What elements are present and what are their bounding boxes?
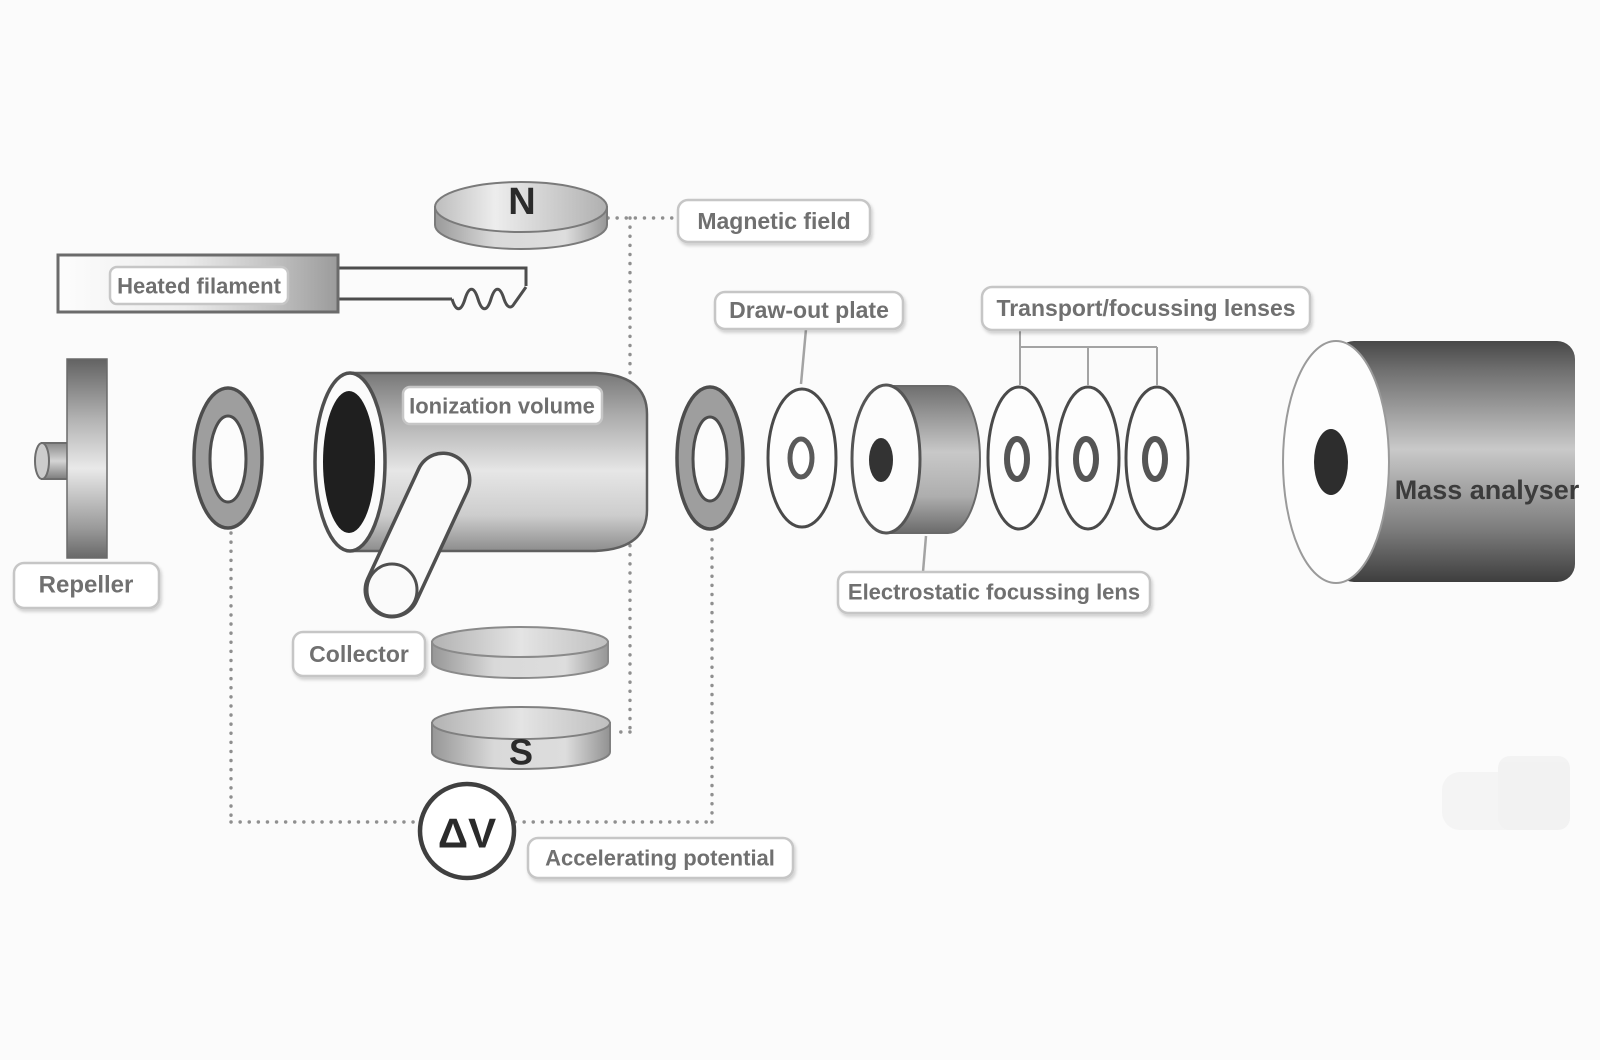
ionization-volume-label-text: Ionization volume <box>409 394 595 419</box>
n-magnet-top <box>434 181 608 233</box>
collector-label: Collector <box>291 630 427 678</box>
draw-out-plate-leader-line <box>799 328 808 385</box>
electrostatic-lens-leader-line <box>921 535 928 573</box>
electrostatic-lens-label-text: Electrostatic focussing lens <box>848 580 1140 605</box>
magnetic-field-dotted-line <box>606 216 678 734</box>
repeller-knob-cap <box>34 442 50 480</box>
n-magnet: N <box>434 181 608 250</box>
collector-label-box <box>291 630 427 678</box>
collector-label-text: Collector <box>309 641 409 667</box>
transport-lenses-label-text: Transport/focussing lenses <box>996 295 1295 321</box>
heated-filament-label-text: Heated filament <box>117 274 281 299</box>
transport-lens-3-hole <box>1142 436 1168 482</box>
draw-out-plate-hole <box>787 436 815 480</box>
mass-analyser-hole <box>1314 429 1348 495</box>
transport-focussing-lenses <box>986 385 1190 531</box>
entrance-ring-hole <box>208 414 248 504</box>
draw-out-plate-label-text: Draw-out plate <box>729 297 889 323</box>
magnetic-field-label: Magnetic field <box>676 198 872 244</box>
repeller <box>34 358 108 559</box>
accelerating-potential-label-box <box>526 836 795 880</box>
electrostatic-focussing-lens <box>850 383 981 535</box>
transport-lenses-bracket <box>1019 330 1158 385</box>
ionization-volume-label: Ionization volume <box>401 385 604 426</box>
heated-filament-label-box <box>108 265 290 306</box>
transport-lens-1 <box>986 385 1052 531</box>
electrostatic-lens-label: Electrostatic focussing lens <box>836 570 1152 615</box>
repeller-label-box <box>12 561 161 610</box>
delta-v-text: ΔV <box>438 810 496 857</box>
accelerating-potential-label: Accelerating potential <box>526 836 795 880</box>
exit-aperture-ring <box>675 385 745 531</box>
ionization-cylinder-opening <box>323 391 375 533</box>
collector-top <box>431 626 609 658</box>
collector <box>431 626 609 679</box>
accelerating-potential-label-text: Accelerating potential <box>545 846 775 871</box>
electrostatic-lens-label-box <box>836 570 1152 615</box>
transport-lens-2-hole <box>1073 436 1099 482</box>
repeller-label-text: Repeller <box>39 572 134 599</box>
background-smudge <box>1442 756 1570 830</box>
heated-filament-label: Heated filament <box>108 265 290 306</box>
draw-out-plate-label: Draw-out plate <box>713 290 905 331</box>
mass-analyser-body <box>1336 341 1575 582</box>
mass-analyser-text: Mass analyser <box>1395 475 1580 505</box>
transport-lens-2 <box>1055 385 1121 531</box>
repeller-label: Repeller <box>12 561 161 610</box>
transport-lens-1-hole <box>1004 436 1030 482</box>
sample-inlet-tube <box>363 451 472 619</box>
draw-out-plate <box>766 387 838 529</box>
transport-lens-3 <box>1124 385 1190 531</box>
s-magnet: S <box>431 706 611 773</box>
electrostatic-lens-hole <box>869 438 893 482</box>
entrance-aperture-ring <box>192 386 264 530</box>
heated-filament: Heated filament <box>56 253 528 314</box>
repeller-plate <box>66 358 108 559</box>
filament-wire <box>338 266 528 311</box>
mass-analyser: Mass analyser <box>1282 340 1580 584</box>
sample-inlet-tube-opening <box>365 562 419 618</box>
draw-out-plate-label-box <box>713 290 905 331</box>
magnetic-field-label-box <box>676 198 872 244</box>
ionization-volume: Ionization volume <box>313 371 649 619</box>
delta-v-circle <box>417 781 517 881</box>
accelerating-potential-dotted-line <box>229 530 714 824</box>
transport-lenses-label-box <box>980 285 1312 332</box>
magnetic-field-label-text: Magnetic field <box>697 208 850 234</box>
s-magnet-letter: S <box>509 732 533 773</box>
ionization-volume-label-box <box>401 385 604 426</box>
transport-lenses-label: Transport/focussing lenses <box>980 285 1312 332</box>
exit-ring-hole <box>691 415 729 503</box>
accelerating-potential-source: ΔV <box>417 781 517 881</box>
s-magnet-top <box>431 706 611 740</box>
n-magnet-letter: N <box>508 181 535 223</box>
